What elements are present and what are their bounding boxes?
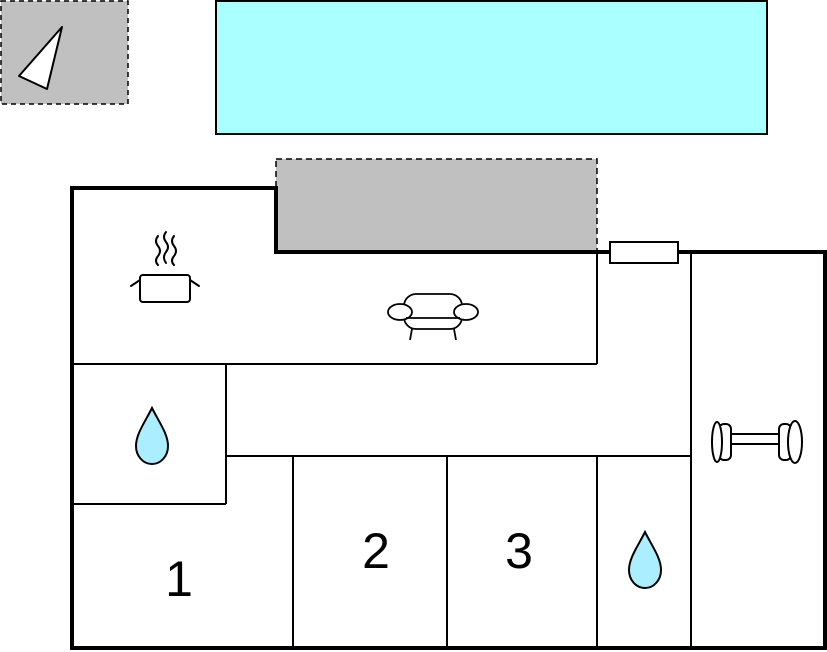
dumbbell-icon <box>711 420 803 464</box>
water-drop-icon <box>134 405 170 466</box>
room-label-2: 2 <box>362 523 390 579</box>
terrace <box>275 158 598 253</box>
outer-walls <box>70 186 827 650</box>
water-drop-icon <box>627 529 663 590</box>
window-icon <box>609 241 679 264</box>
compass <box>0 0 129 105</box>
pool <box>215 0 768 135</box>
sofa-icon <box>387 293 479 341</box>
interior-walls <box>72 252 692 648</box>
room-label-3: 3 <box>505 523 533 579</box>
compass-box <box>0 0 129 105</box>
compass-icon <box>18 26 63 90</box>
kitchen-pot-icon <box>130 231 200 303</box>
room-label-1: 1 <box>165 551 193 607</box>
